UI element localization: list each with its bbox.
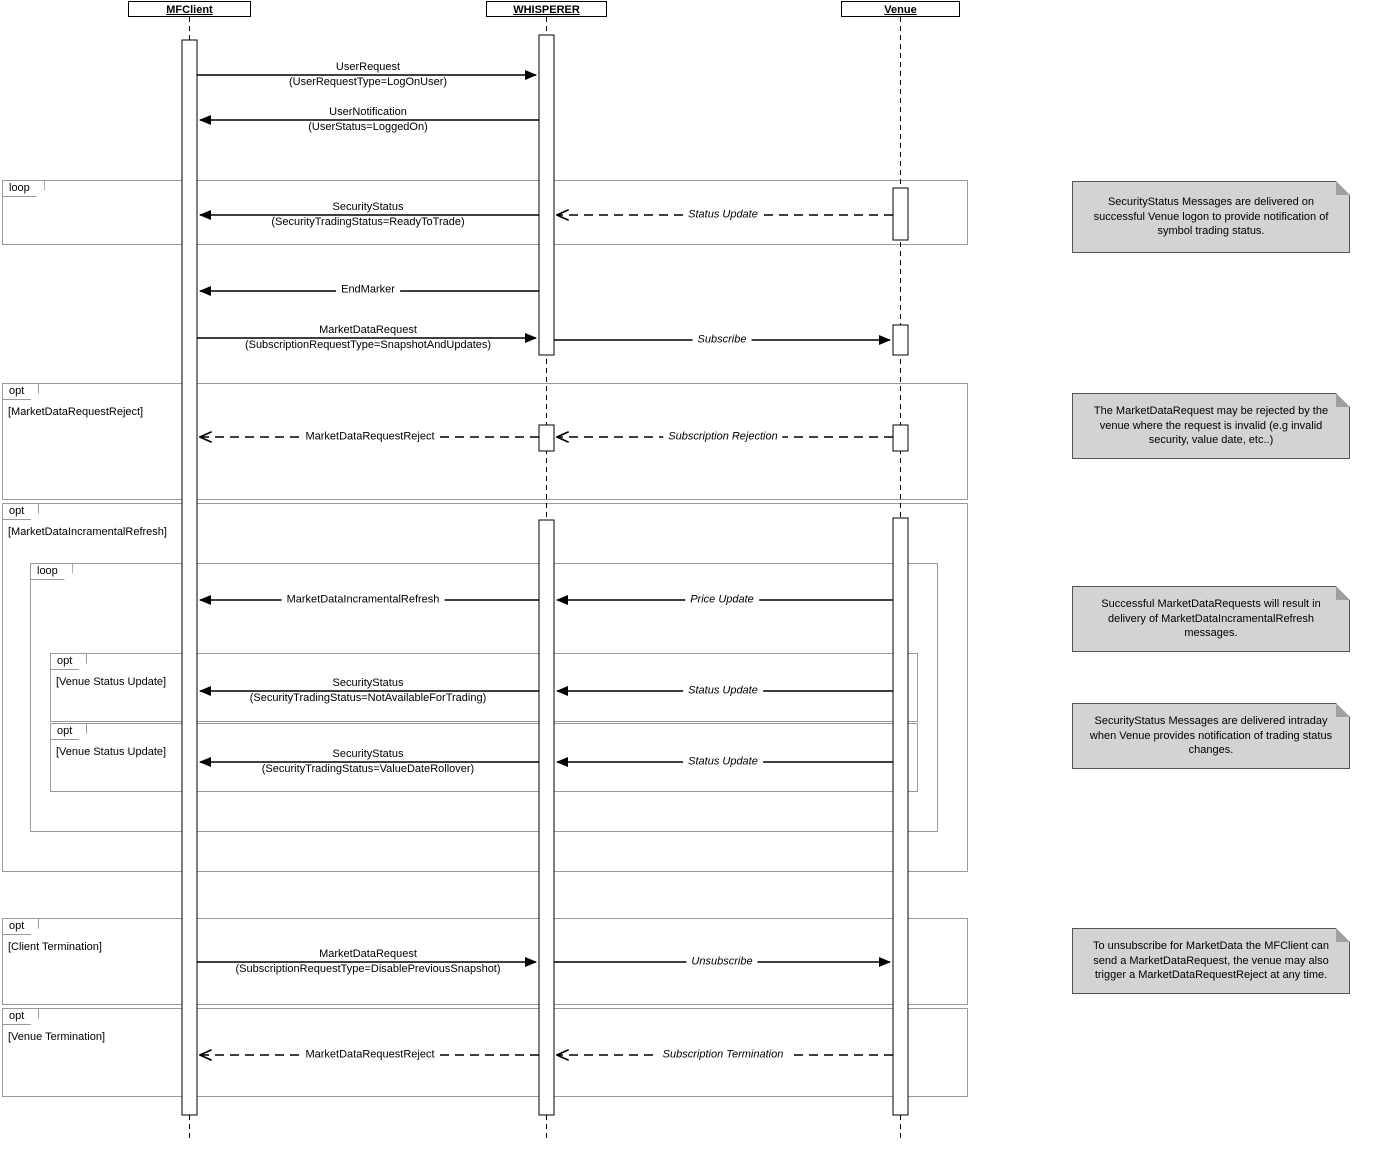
activation-venue-2 xyxy=(892,324,909,356)
message-line2: (UserStatus=LoggedOn) xyxy=(308,121,428,133)
fragment-guard: [MarketDataRequestReject] xyxy=(8,406,144,418)
message-label-userrequest: UserRequest (UserRequestType=LogOnUser) xyxy=(289,60,447,90)
fragment-operator: opt xyxy=(3,919,39,935)
message-label-marketdataincramentalrefresh: MarketDataIncramentalRefresh xyxy=(281,592,445,608)
fragment-opt-marketdatarequestreject: opt [MarketDataRequestReject] xyxy=(2,383,968,500)
note-marketdatarequest-reject: The MarketDataRequest may be rejected by… xyxy=(1072,393,1350,459)
activation-whisperer-1 xyxy=(538,34,555,356)
fragment-opt-marketdataincramentalrefresh: opt [MarketDataIncramentalRefresh] xyxy=(2,503,968,872)
message-line1: MarketDataRequest xyxy=(319,324,417,336)
note-text: SecurityStatus Messages are delivered in… xyxy=(1089,714,1333,757)
message-line1: SecurityStatus xyxy=(332,677,404,689)
message-label-subscription-rejection: Subscription Rejection xyxy=(663,429,783,445)
message-line2: (SecurityTradingStatus=ReadyToTrade) xyxy=(271,216,465,228)
fragment-guard: [Venue Status Update] xyxy=(56,746,167,758)
activation-mfclient xyxy=(181,39,198,1116)
fragment-operator: loop xyxy=(3,181,45,197)
fragment-operator: opt xyxy=(51,724,87,740)
message-label-unsubscribe: Unsubscribe xyxy=(686,954,758,970)
lifeline-header-venue: Venue xyxy=(841,1,960,17)
message-label-status-update-3: Status Update xyxy=(683,754,763,770)
activation-bars xyxy=(181,34,909,1116)
note-successful-requests: Successful MarketDataRequests will resul… xyxy=(1072,586,1350,652)
message-line1: SecurityStatus xyxy=(332,201,404,213)
message-line1: SecurityStatus xyxy=(332,748,404,760)
message-label-subscription-termination: Subscription Termination xyxy=(657,1047,789,1063)
message-label-marketdatarequestreject-1: MarketDataRequestReject xyxy=(300,429,440,445)
activation-venue-4 xyxy=(892,517,909,1116)
activation-whisperer-2 xyxy=(538,424,555,452)
note-securitystatus-intraday: SecurityStatus Messages are delivered in… xyxy=(1072,703,1350,769)
activation-venue-3 xyxy=(892,424,909,452)
fragment-loop-securitystatus: loop xyxy=(2,180,968,245)
activation-whisperer-3 xyxy=(538,519,555,1116)
lifeline-header-mfclient: MFClient xyxy=(128,1,251,17)
message-label-usernotification: UserNotification (UserStatus=LoggedOn) xyxy=(308,105,428,135)
message-line2: (SecurityTradingStatus=ValueDateRollover… xyxy=(261,763,475,775)
note-text: Successful MarketDataRequests will resul… xyxy=(1101,597,1321,640)
fragment-guard: [Venue Termination] xyxy=(8,1031,106,1043)
fragment-opt-venue-status-update-2: opt [Venue Status Update] xyxy=(50,723,918,792)
message-label-subscribe: Subscribe xyxy=(692,332,752,348)
message-label-marketdatarequest-disable: MarketDataRequest (SubscriptionRequestTy… xyxy=(235,947,500,977)
note-securitystatus-logon: SecurityStatus Messages are delivered on… xyxy=(1072,181,1350,253)
note-text: The MarketDataRequest may be rejected by… xyxy=(1093,404,1329,447)
message-label-endmarker: EndMarker xyxy=(336,282,400,298)
fragment-operator: opt xyxy=(3,384,39,400)
fragment-guard: [MarketDataIncramentalRefresh] xyxy=(8,526,167,538)
fragment-opt-client-termination: opt [Client Termination] xyxy=(2,918,968,1005)
message-line2: (UserRequestType=LogOnUser) xyxy=(288,76,448,88)
message-label-price-update: Price Update xyxy=(685,592,759,608)
fragment-loop-refresh: loop xyxy=(30,563,938,832)
message-label-securitystatus-valuedaterollover: SecurityStatus (SecurityTradingStatus=Va… xyxy=(262,747,474,777)
message-label-securitystatus-readytotrade: SecurityStatus (SecurityTradingStatus=Re… xyxy=(271,200,464,230)
fragment-opt-venue-termination: opt [Venue Termination] xyxy=(2,1008,968,1097)
message-line1: MarketDataRequest xyxy=(319,948,417,960)
note-text: To unsubscribe for MarketData the MFClie… xyxy=(1093,939,1329,982)
fragment-operator: opt xyxy=(3,1009,39,1025)
message-line2: (SubscriptionRequestType=DisablePrevious… xyxy=(235,963,501,975)
fragment-operator: loop xyxy=(31,564,73,580)
activation-venue-1 xyxy=(892,187,909,241)
message-line1: UserNotification xyxy=(329,106,407,118)
message-line2: (SubscriptionRequestType=SnapshotAndUpda… xyxy=(244,339,492,351)
fragment-guard: [Venue Status Update] xyxy=(56,676,167,688)
note-unsubscribe: To unsubscribe for MarketData the MFClie… xyxy=(1072,928,1350,994)
message-label-marketdatarequest-snapshot: MarketDataRequest (SubscriptionRequestTy… xyxy=(245,323,491,353)
note-text: SecurityStatus Messages are delivered on… xyxy=(1093,195,1329,238)
message-label-status-update-1: Status Update xyxy=(683,207,763,223)
lifeline-header-whisperer: WHISPERER xyxy=(486,1,607,17)
message-line2: (SecurityTradingStatus=NotAvailableForTr… xyxy=(249,692,487,704)
fragment-guard: [Client Termination] xyxy=(8,941,102,953)
fragment-operator: opt xyxy=(3,504,39,520)
message-label-marketdatarequestreject-2: MarketDataRequestReject xyxy=(300,1047,440,1063)
fragment-opt-venue-status-update-1: opt [Venue Status Update] xyxy=(50,653,918,722)
message-label-status-update-2: Status Update xyxy=(683,683,763,699)
message-label-securitystatus-notavailable: SecurityStatus (SecurityTradingStatus=No… xyxy=(250,676,487,706)
message-line1: UserRequest xyxy=(335,61,401,73)
fragment-operator: opt xyxy=(51,654,87,670)
